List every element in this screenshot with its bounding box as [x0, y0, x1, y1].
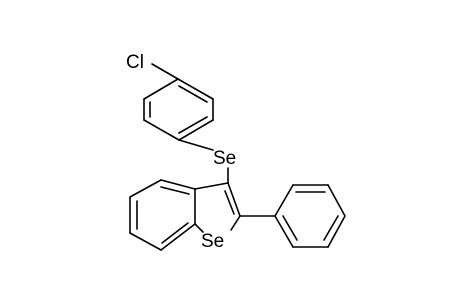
double-bond-inner	[224, 190, 235, 215]
fused-benzene-ring	[129, 179, 196, 251]
bond	[160, 179, 196, 190]
bond	[177, 78, 214, 100]
bond	[143, 78, 179, 100]
ring-selenium-atom-label: Se	[201, 231, 224, 252]
bond	[194, 223, 204, 233]
bond	[178, 119, 214, 141]
bond	[230, 215, 241, 231]
bond	[327, 184, 346, 217]
double-bond-inner	[323, 215, 339, 241]
bond	[129, 232, 162, 251]
phenyl-ring	[274, 184, 346, 248]
bridge-selenium-atom-label: Se	[213, 148, 236, 169]
selenophene-ring	[194, 182, 241, 233]
bond	[274, 215, 294, 248]
chlorophenyl-ring	[143, 78, 214, 141]
double-bond-inner	[178, 116, 208, 134]
double-bond-inner	[161, 222, 189, 244]
bond	[194, 182, 229, 190]
chlorine-atom-label: Cl	[126, 52, 144, 73]
chlorine-bond	[151, 63, 179, 80]
selenium-aryl-bond	[178, 139, 214, 151]
bond	[143, 119, 180, 141]
bond	[274, 184, 294, 217]
bond	[129, 179, 162, 198]
double-bond-inner	[178, 85, 208, 103]
double-bond-inner	[282, 215, 298, 241]
double-bond-inner	[160, 186, 190, 195]
bond	[227, 182, 241, 217]
bond	[327, 215, 346, 248]
bond	[160, 223, 196, 251]
